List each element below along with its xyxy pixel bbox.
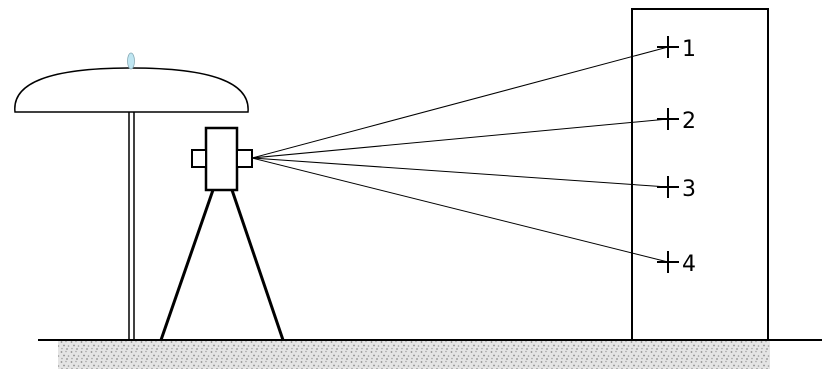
instrument — [191, 126, 253, 192]
sight-line-3 — [251, 157, 669, 188]
sight-line-4 — [251, 157, 669, 263]
instrument-knob-left — [191, 149, 207, 168]
instrument-eyepiece-right — [236, 149, 253, 168]
sight-lines — [251, 46, 669, 263]
tripod-leg-right — [230, 189, 285, 341]
umbrella-canopy — [14, 67, 249, 113]
building — [631, 8, 769, 341]
target-2-label: 2 — [682, 109, 696, 134]
target-2: 2 — [657, 108, 696, 134]
umbrella-tip — [127, 52, 135, 70]
tripod-leg-left — [159, 189, 215, 341]
target-1-label: 1 — [682, 37, 696, 62]
instrument-body — [204, 126, 239, 192]
tripod — [159, 189, 285, 341]
target-3-label: 3 — [682, 177, 696, 202]
target-4: 4 — [657, 251, 696, 277]
umbrella — [14, 52, 249, 340]
ground-gravel — [58, 341, 770, 369]
target-4-label: 4 — [682, 252, 696, 277]
sight-line-1 — [251, 46, 669, 159]
target-3: 3 — [657, 176, 696, 202]
sight-line-2 — [251, 118, 669, 159]
target-1: 1 — [657, 36, 696, 62]
